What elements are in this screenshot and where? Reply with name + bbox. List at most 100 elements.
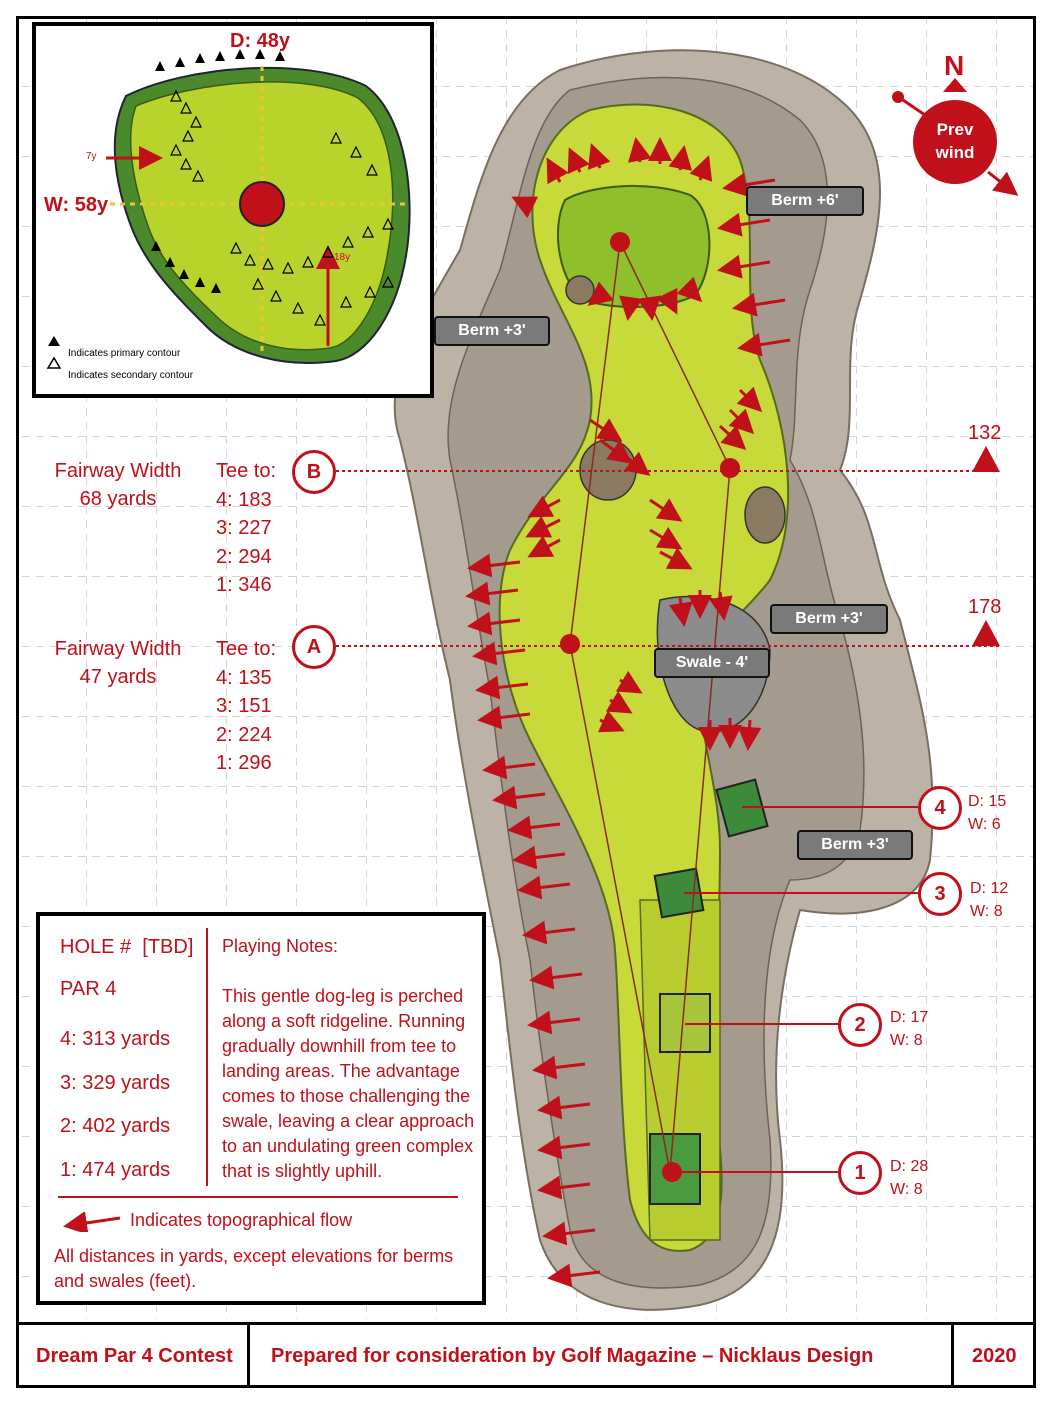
contour-marker — [180, 101, 192, 114]
flow-arrow — [567, 147, 590, 175]
flow-arrow — [507, 815, 561, 840]
notes-line: swale, leaving a clear approach — [222, 1111, 475, 1131]
tee-list-b-item: 1: 346 — [216, 574, 272, 596]
legend-secondary-icon — [46, 356, 62, 369]
tee-depth-2: D: 17 — [890, 1009, 929, 1026]
compass-disc — [913, 100, 997, 184]
flow-arrow — [718, 424, 747, 451]
flow-arrow — [525, 515, 561, 538]
flow-arrow — [477, 705, 531, 730]
notes-title: Playing Notes: — [222, 936, 339, 956]
flow-arrow — [676, 276, 703, 303]
flow-arrow — [547, 1263, 601, 1288]
flow-legend: Indicates topographical flow — [130, 1210, 353, 1230]
tee-list-b-item: 3: 227 — [216, 517, 272, 539]
berm-label-2: Berm +3' — [434, 316, 550, 346]
contour-marker — [165, 257, 175, 267]
notes-line: landing areas. The advantage — [222, 1061, 460, 1081]
fw-width-b-line2: 68 yards — [79, 488, 157, 510]
contour-marker — [230, 241, 242, 254]
flow-arrow — [522, 920, 576, 945]
wind-label-1: Prev — [936, 120, 974, 139]
contour-marker — [155, 61, 165, 71]
flag-b — [972, 446, 1000, 472]
footer-divider — [247, 1325, 250, 1388]
contour-marker — [182, 129, 194, 142]
contour-marker — [322, 245, 334, 258]
contour-marker — [275, 51, 285, 61]
contour-marker — [382, 275, 394, 288]
tee-width-2: W: 8 — [890, 1032, 923, 1049]
contour-marker — [190, 115, 202, 128]
flow-arrow — [589, 418, 623, 442]
hole-info-box: HOLE # [TBD] PAR 4 4: 313 yards 3: 329 y… — [36, 912, 486, 1305]
yardage-item: 2: 402 yards — [60, 1115, 171, 1137]
flow-arrow — [542, 1221, 596, 1246]
flow-arrow — [527, 535, 561, 558]
landing-dot-a — [560, 634, 580, 654]
footer: Dream Par 4 Contest Prepared for conside… — [16, 1322, 1036, 1388]
flow-arrow — [597, 710, 625, 733]
yardage-list: 4: 313 yards 3: 329 yards 2: 402 yards 1… — [60, 1018, 170, 1192]
contour-marker — [180, 157, 192, 170]
contour-marker — [215, 51, 225, 61]
flow-arrow — [737, 719, 762, 751]
legend-secondary: Indicates secondary contour — [68, 370, 194, 381]
contour-marker — [270, 289, 282, 302]
contour-marker — [170, 89, 182, 102]
footer-prepared: Prepared for consideration by Golf Magaz… — [271, 1345, 874, 1367]
contour-marker — [314, 313, 326, 326]
contour-marker — [255, 49, 265, 59]
flow-arrow — [492, 785, 546, 810]
tee-list-a-item: 4: 135 — [216, 666, 272, 689]
flow-arrow — [537, 1135, 591, 1160]
notes-body: This gentle dog-leg is perched along a s… — [222, 984, 474, 1184]
green-inset-drawing — [46, 49, 411, 369]
flow-arrow — [472, 641, 526, 666]
compass-north-arrow — [943, 78, 967, 92]
yardage-item: 4: 313 yards — [60, 1028, 171, 1050]
contour-marker — [330, 131, 342, 144]
green-inset: D: 48y W: 58y 7y 18y Indicates primary c… — [32, 22, 434, 398]
flow-legend-arrow-icon — [63, 1212, 121, 1232]
contour-marker — [151, 241, 161, 251]
contour-marker — [235, 49, 245, 59]
contour-marker — [195, 277, 205, 287]
contour-marker — [175, 57, 185, 67]
flow-arrow — [728, 408, 755, 435]
legend-primary-icon — [48, 336, 60, 346]
inset-depth-label: D: 48y — [230, 30, 291, 52]
tee-list-b-item: 4: 183 — [216, 488, 272, 511]
flow-arrow — [619, 450, 651, 476]
landing-marker-a: A — [292, 625, 336, 669]
bunker-right — [744, 486, 786, 544]
flow-arrows — [465, 137, 791, 1288]
flow-arrow — [537, 1175, 591, 1200]
pin-circle — [239, 181, 285, 227]
flow-arrow — [511, 196, 539, 219]
tee-list-b: Tee to: 4: 183 3: 227 2: 294 1: 346 — [216, 457, 276, 600]
tee-width-1: W: 8 — [890, 1181, 923, 1198]
notes-line: gradually downhill from tee to — [222, 1036, 457, 1056]
flow-arrow — [517, 875, 571, 900]
tee-marker-2: 2 — [838, 1003, 882, 1047]
flag-value-a: 178 — [968, 596, 1002, 618]
info-divider — [206, 928, 208, 1186]
contour-marker — [179, 269, 189, 279]
contour-marker — [292, 301, 304, 314]
tee-info-4: D: 15 W: 6 — [968, 790, 1006, 836]
yardage-item: 1: 474 yards — [60, 1158, 171, 1181]
notes-line: This gentle dog-leg is perched — [222, 986, 464, 1006]
tee-marker-4: 4 — [918, 786, 962, 830]
footer-contest: Dream Par 4 Contest — [36, 1345, 233, 1367]
wind-label-2: wind — [935, 143, 975, 162]
tee-list-a-item: 3: 151 — [216, 695, 272, 717]
units-note-line2: and swales (feet). — [54, 1271, 197, 1291]
tee-list-a-title: Tee to: — [216, 638, 277, 660]
flow-arrow — [546, 157, 569, 185]
contour-marker — [262, 257, 274, 270]
tee-list-a-item: 1: 296 — [216, 752, 272, 774]
wind-tail-dot — [892, 91, 904, 103]
flow-arrow — [619, 295, 643, 321]
